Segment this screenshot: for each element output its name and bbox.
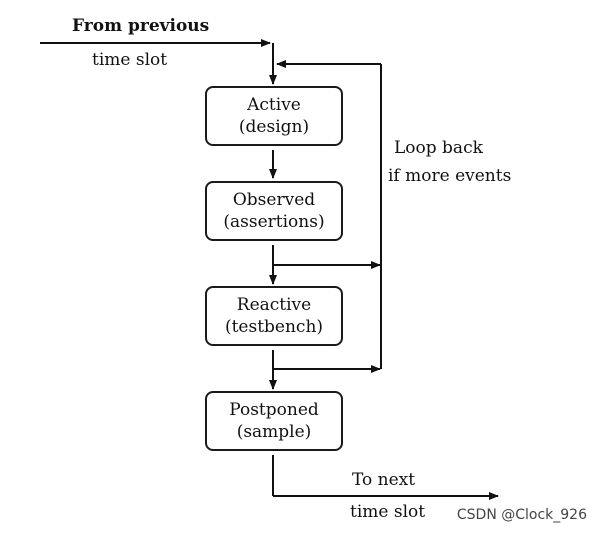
reactive-region-title: Reactive [236, 295, 312, 315]
postponed-region-box: Postponed (sample) [205, 391, 343, 451]
from-previous-label: From previous [72, 16, 210, 36]
reactive-region-subtitle: (testbench) [224, 317, 324, 337]
active-region-subtitle: (design) [238, 117, 310, 137]
observed-region-subtitle: (assertions) [223, 212, 325, 232]
active-region-title: Active [247, 95, 301, 115]
watermark: CSDN @Clock_926 [456, 507, 587, 523]
observed-region-title: Observed [232, 190, 316, 210]
observed-region-box: Observed (assertions) [205, 181, 343, 241]
time-slot-label-bottom: time slot [350, 502, 426, 522]
postponed-region-subtitle: (sample) [236, 422, 312, 442]
loop-back-label: Loop back [394, 138, 483, 158]
postponed-region-title: Postponed [229, 400, 319, 420]
time-slot-label-top: time slot [92, 50, 168, 70]
reactive-region-box: Reactive (testbench) [205, 286, 343, 346]
to-next-label: To next [352, 470, 416, 490]
if-more-events-label: if more events [388, 166, 512, 186]
active-region-box: Active (design) [205, 86, 343, 146]
